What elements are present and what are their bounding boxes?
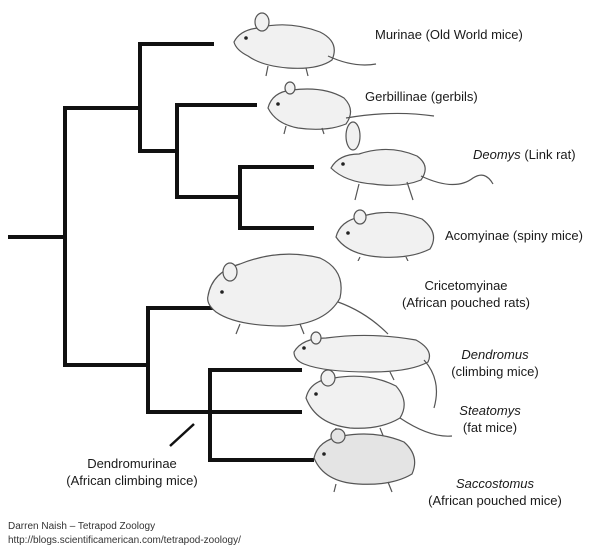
mouse-illustration-icon <box>233 12 377 77</box>
label-dendromurinae-common: (African climbing mice) <box>66 473 198 488</box>
label-cricetomyinae: Cricetomyinae (African pouched rats) <box>380 277 552 311</box>
label-steatomys-common: (fat mice) <box>462 420 518 435</box>
label-steatomys-genus: Steatomys <box>459 403 521 418</box>
label-dendromurinae-name: Dendromurinae <box>87 456 177 471</box>
label-gerbillinae: Gerbillinae (gerbils) <box>365 89 478 104</box>
label-murinae: Murinae (Old World mice) <box>375 27 523 42</box>
label-saccostomus: Saccostomus (African pouched mice) <box>415 475 575 509</box>
label-cricetomyinae-common: (African pouched rats) <box>402 295 530 310</box>
label-dendromus-genus: Dendromus <box>461 347 529 362</box>
gerbil-illustration-icon <box>267 81 435 135</box>
pouched-rat-illustration-icon <box>207 253 389 335</box>
label-saccostomus-common: (African pouched mice) <box>428 493 562 508</box>
spiny-mouse-illustration-icon <box>335 209 435 261</box>
label-dendromurinae: Dendromurinae (African climbing mice) <box>52 455 212 489</box>
fat-mouse-illustration-icon <box>305 369 453 439</box>
link-rat-illustration-icon <box>330 121 494 201</box>
label-deomys-genus: Deomys <box>473 147 521 162</box>
credit-url: http://blogs.scientificamerican.com/tetr… <box>8 535 241 546</box>
label-deomys: Deomys (Link rat) <box>473 146 576 163</box>
label-cricetomyinae-name: Cricetomyinae <box>424 278 508 293</box>
label-dendromus-common: (climbing mice) <box>451 364 539 379</box>
credit-author: Darren Naish – Tetrapod Zoology <box>8 521 156 532</box>
label-saccostomus-genus: Saccostomus <box>455 476 535 491</box>
label-deomys-common: (Link rat) <box>524 147 576 162</box>
pouched-mouse-illustration-icon <box>313 428 416 493</box>
label-acomyinae: Acomyinae (spiny mice) <box>445 228 583 243</box>
label-dendromus: Dendromus (climbing mice) <box>440 346 550 380</box>
climbing-mouse-illustration-icon <box>293 331 437 409</box>
label-steatomys: Steatomys (fat mice) <box>455 402 525 436</box>
clade-pointer <box>169 423 195 447</box>
